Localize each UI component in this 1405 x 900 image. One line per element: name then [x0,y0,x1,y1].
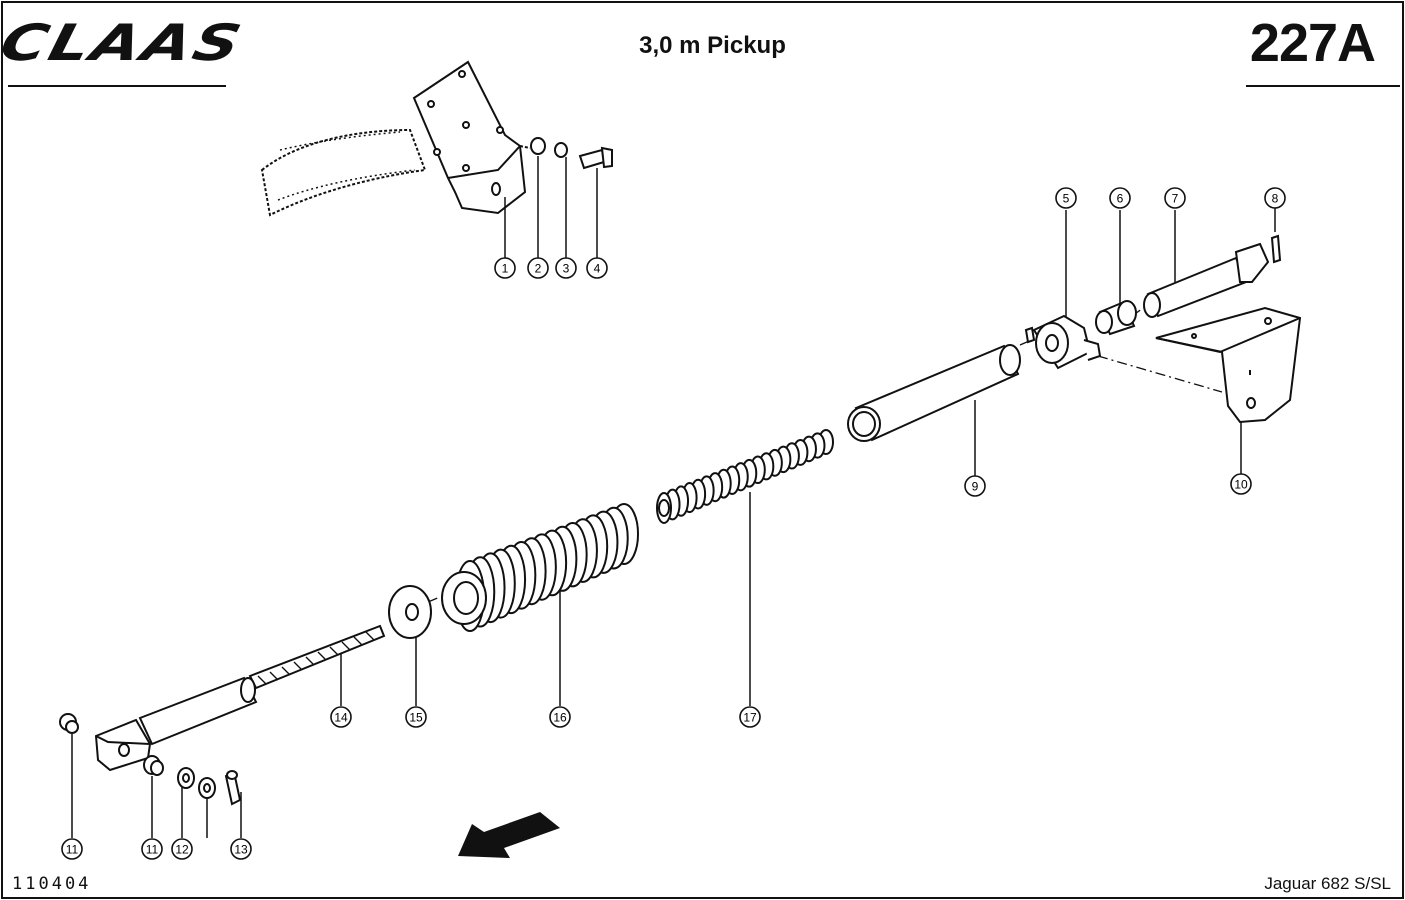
small-spring [656,429,834,524]
leader-lines [71,156,1276,838]
callout-label: 1 [502,262,509,276]
callout-9: 9 [964,475,986,497]
callout-label: 17 [743,711,757,725]
callout-16: 16 [549,706,571,728]
callout-10: 10 [1230,473,1252,495]
callout-label: 11 [146,843,159,857]
callout-12: 12 [171,838,193,860]
callout-1: 1 [494,257,516,279]
callout-label: 4 [594,262,601,276]
callout-15: 15 [405,706,427,728]
callout-label: 2 [535,262,542,276]
callout-3: 3 [555,257,577,279]
callout-17: 17 [739,706,761,728]
callout-label: 12 [175,843,189,857]
washer-15 [388,585,432,639]
tension-rod [59,624,386,806]
mounting-bracket-assembly [260,60,613,217]
callout-label: 14 [334,711,348,725]
callout-label: 8 [1272,192,1279,206]
callout-label: 7 [1172,192,1179,206]
callout-label: 3 [563,262,570,276]
callout-7: 7 [1164,187,1186,209]
page-number: 227A [1249,13,1376,73]
document-number: 110404 [12,874,92,894]
spring-opening [658,499,670,517]
callout-label: 16 [553,711,567,725]
callout-label: 10 [1234,478,1248,492]
callout-11: 11 [61,838,83,860]
page-title: 3,0 m Pickup [639,32,786,59]
callout-8: 8 [1264,187,1286,209]
callout-14: 14 [330,706,352,728]
model-name: Jaguar 682 S/SL [1264,874,1391,893]
large-spring [441,503,639,632]
callout-label: 15 [409,711,423,725]
callout-2: 2 [527,257,549,279]
spring-opening [453,581,479,615]
pivot-assembly [847,234,1302,442]
callout-6: 6 [1109,187,1131,209]
callout-13: 13 [230,838,252,860]
callout-label: 13 [234,843,248,857]
callout-label: 11 [66,843,79,857]
callout-label: 5 [1063,192,1070,206]
callout-label: 6 [1117,192,1124,206]
callout-label: 9 [972,480,979,494]
callout-5: 5 [1055,187,1077,209]
callout-11: 11 [141,838,163,860]
arrow-down-left-icon [458,812,560,858]
callout-4: 4 [586,257,608,279]
